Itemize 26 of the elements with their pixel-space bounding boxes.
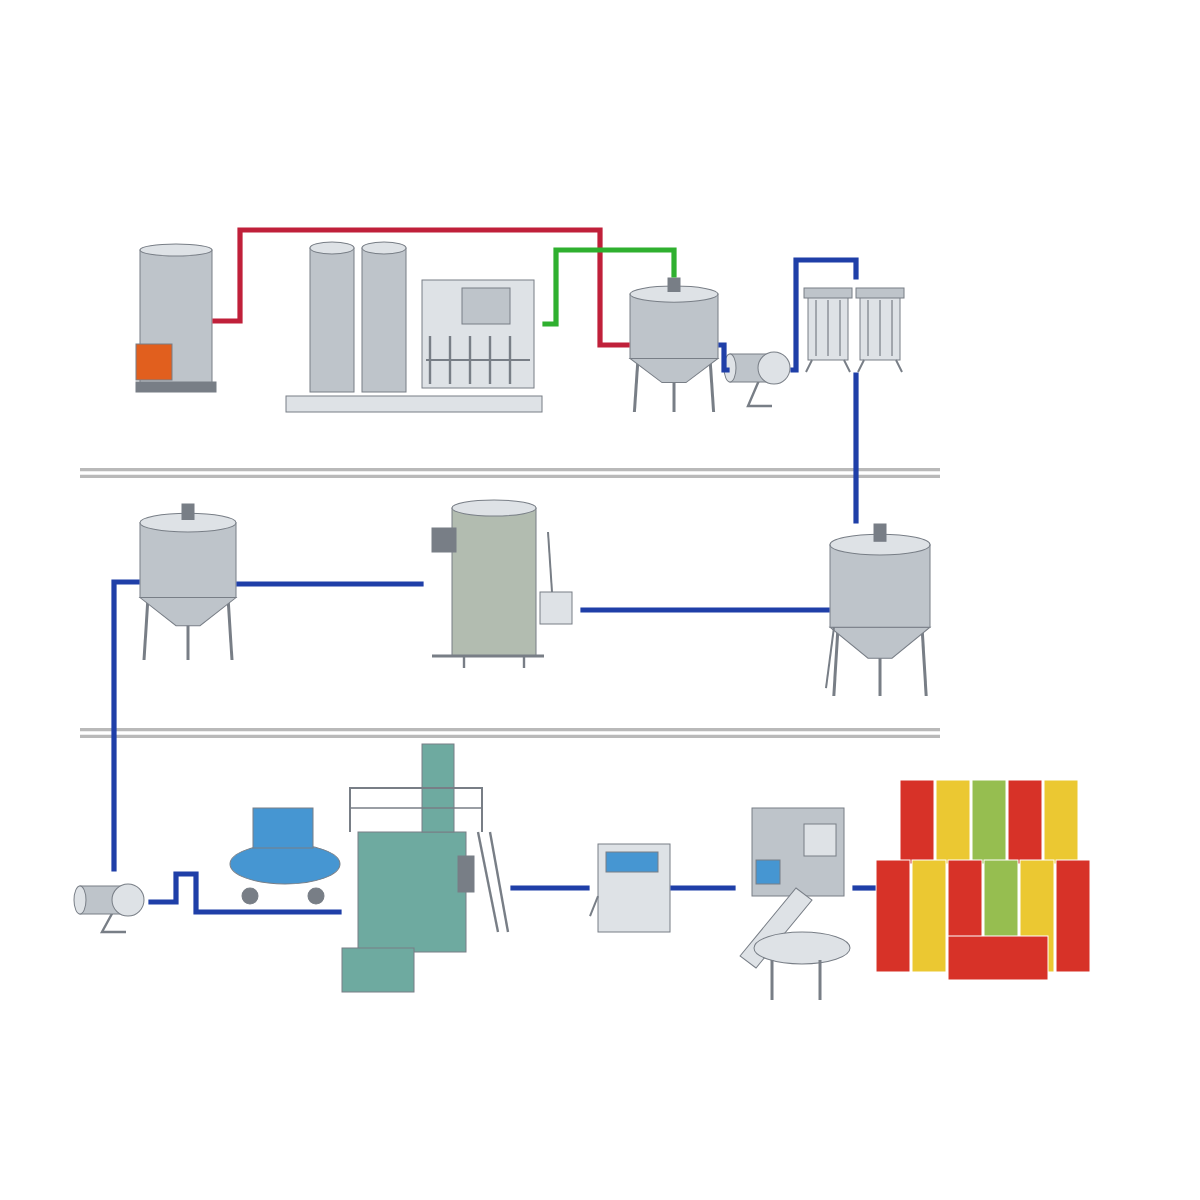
pipe [542, 247, 677, 327]
pipe [852, 885, 876, 891]
carton-drawing [875, 779, 1091, 981]
sterilizer-drawing [431, 499, 573, 668]
pipe [148, 871, 342, 915]
tank-drawing [139, 503, 237, 661]
pipe [111, 579, 140, 872]
filling-machine-drawing [341, 743, 510, 993]
pipe [236, 581, 424, 587]
pipe [212, 227, 630, 348]
pipe [580, 607, 830, 613]
pump-drawing [73, 883, 145, 934]
pipe [790, 257, 859, 373]
pipe [670, 885, 736, 891]
pipe [853, 372, 859, 524]
compressor-drawing [229, 807, 341, 905]
pipe [718, 342, 730, 373]
water-treatment-drawing [285, 241, 543, 413]
pump-drawing [723, 351, 791, 408]
filter-drawing [803, 287, 905, 373]
boiler-drawing [135, 243, 217, 393]
pipe [510, 885, 590, 891]
printer-drawing [589, 843, 671, 933]
tank-drawing [825, 523, 931, 697]
packaging-machine-drawing [739, 807, 851, 1000]
mixing-tank-drawing [629, 277, 719, 413]
